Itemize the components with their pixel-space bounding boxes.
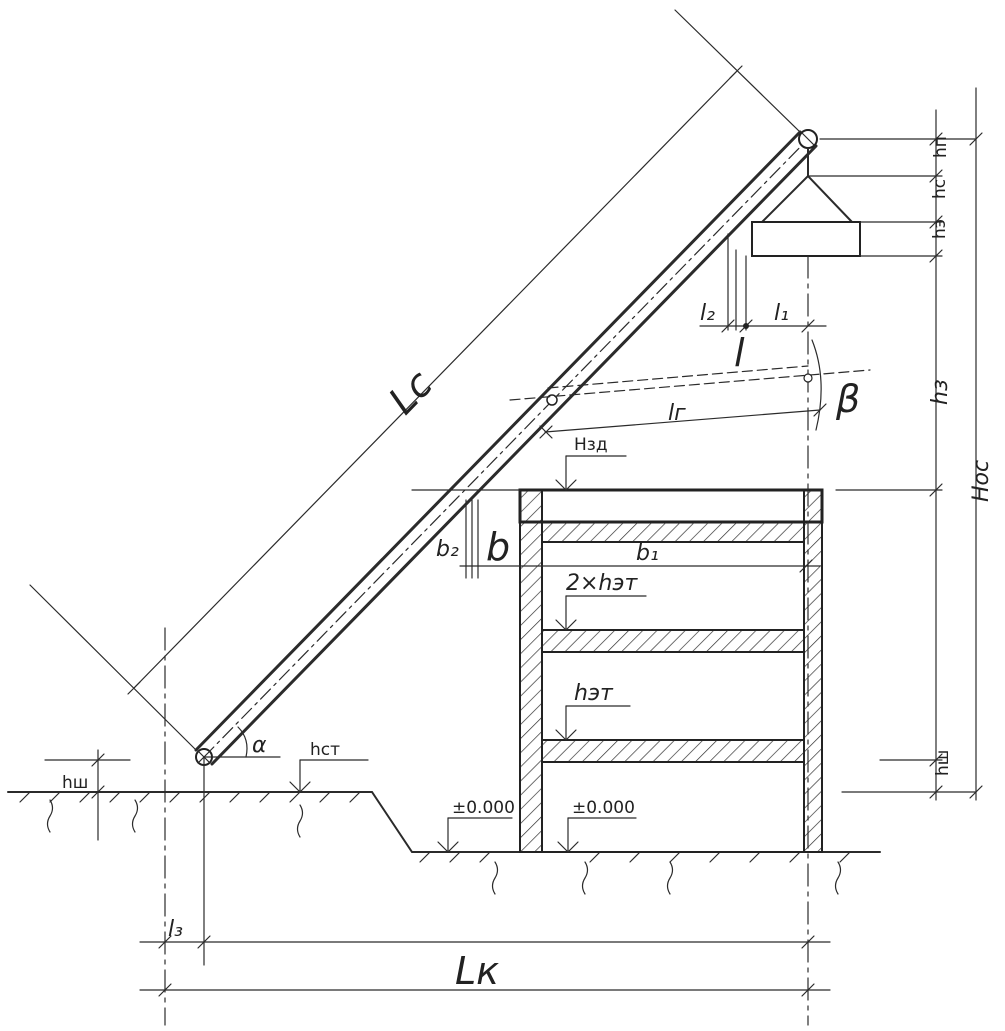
clearance-dimensions <box>459 499 821 579</box>
crane-boom <box>194 129 818 766</box>
alpha-label: α <box>252 733 267 758</box>
boom-length-label: Lс <box>380 362 441 423</box>
alpha-angle <box>203 726 281 758</box>
hsh-right-label: hш <box>933 750 953 776</box>
b1-label: b₁ <box>636 541 659 566</box>
ground <box>7 791 881 895</box>
l1-label: l₁ <box>774 301 789 326</box>
boom-length-dimension <box>29 9 801 751</box>
hzd-marker <box>411 455 627 491</box>
zero-marks <box>437 817 637 853</box>
lr-label: lг <box>668 401 686 426</box>
hp-label: hп <box>931 136 951 158</box>
hst-label: hст <box>310 740 340 760</box>
hsh-left-dimension <box>44 749 131 841</box>
he-label: hэ <box>930 219 950 239</box>
zero-floor-label: ±0.000 <box>572 798 635 818</box>
h-et-label: hэт <box>574 681 614 706</box>
hs-label: hс <box>930 179 950 199</box>
zero-ground-label: ±0.000 <box>452 798 515 818</box>
b2-label: b₂ <box>436 537 459 562</box>
hz-label: hз <box>928 379 953 405</box>
hsh-left-label: hш <box>62 773 88 793</box>
reach-label: Lк <box>455 949 499 993</box>
bottom-dimensions <box>139 935 831 997</box>
l2-label: l₂ <box>700 301 715 326</box>
building <box>518 488 824 853</box>
l-label: l <box>734 331 745 375</box>
right-dimensions <box>807 87 983 801</box>
hzd-label: Hзд <box>574 435 608 455</box>
lr-dimension <box>509 339 871 439</box>
beta-label: β <box>835 377 860 421</box>
hst-marker <box>289 759 369 793</box>
b-label: b <box>486 525 510 569</box>
axis-lines <box>164 255 809 1026</box>
hos-label: Hос <box>969 460 994 502</box>
two-h-et-label: 2×hэт <box>566 571 638 596</box>
floor-height-marks <box>555 595 647 741</box>
l3-label: l₃ <box>168 917 183 942</box>
l-dimensions <box>699 233 827 333</box>
